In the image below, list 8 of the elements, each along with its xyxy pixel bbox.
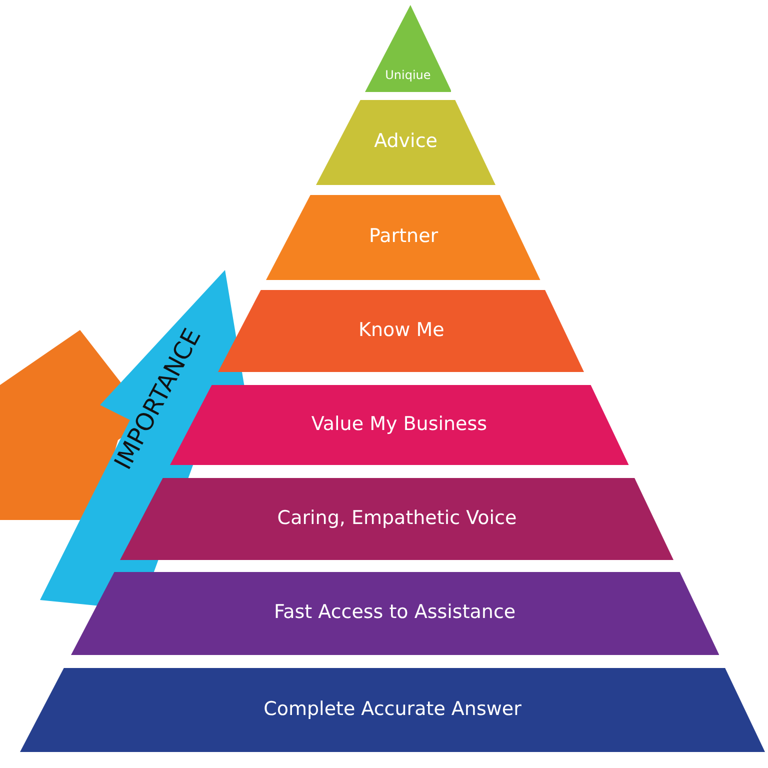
tier-label: Complete Accurate Answer: [264, 698, 522, 720]
tier-label: Uniqiue: [385, 68, 431, 82]
tier-label: Advice: [374, 130, 438, 152]
tier-label: Caring, Empathetic Voice: [277, 506, 517, 529]
tier-label: Value My Business: [311, 412, 488, 435]
tier-label: Fast Access to Assistance: [274, 601, 516, 624]
tier-label: Partner: [369, 225, 438, 248]
tier-label: Know Me: [358, 318, 444, 341]
